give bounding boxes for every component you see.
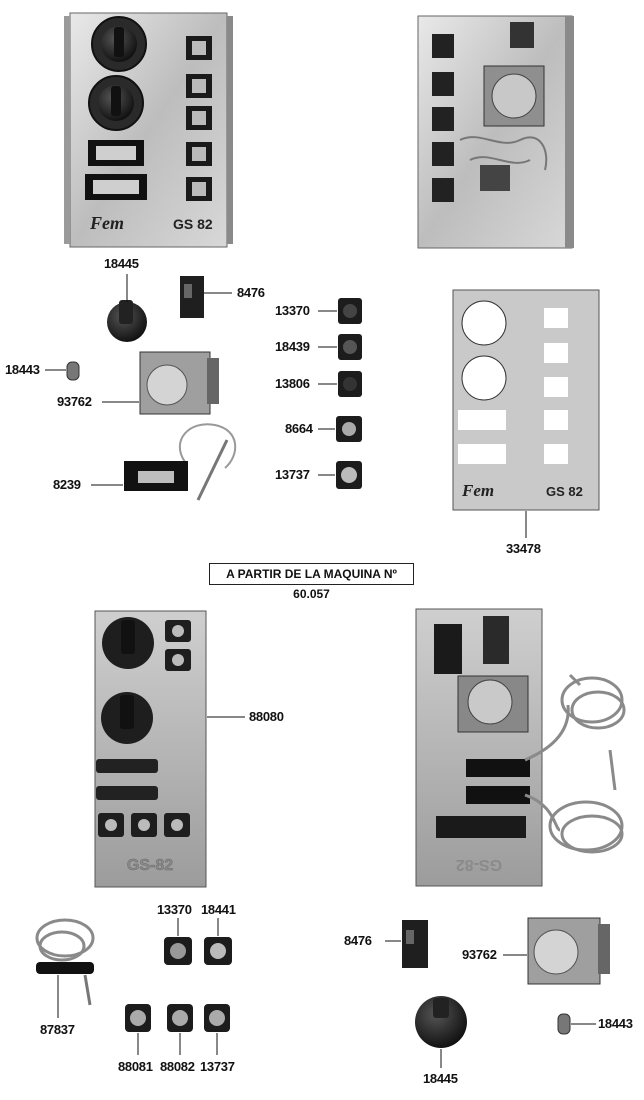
label-bottom-button-c: 88081 xyxy=(118,1059,153,1074)
label-top-knob-pin: 18443 xyxy=(5,362,40,377)
dial-knob-bottom xyxy=(88,75,144,131)
top-timer-part xyxy=(102,351,219,415)
sticker-model: GS 82 xyxy=(546,484,583,499)
bottom-dial-knob-1 xyxy=(102,617,154,669)
label-top-button-5: 13737 xyxy=(275,467,310,482)
top-knob-pin-part xyxy=(45,361,80,381)
machine-serial-note: A PARTIR DE LA MAQUINA Nº 60.057 xyxy=(209,563,414,601)
label-top-knob: 18445 xyxy=(104,256,139,271)
label-top-microswitch: 8476 xyxy=(237,285,265,300)
top-knob-part xyxy=(107,274,147,342)
top-panel-brand: Fem xyxy=(89,213,124,233)
bottom-front-panel: GS-82 xyxy=(94,610,245,888)
label-bottom-button-d: 88082 xyxy=(160,1059,195,1074)
top-front-panel: Fem GS 82 xyxy=(64,12,233,248)
bottom-back-panel: GS-82 xyxy=(415,608,626,887)
label-top-sticker: 33478 xyxy=(506,541,541,556)
top-microswitch-part xyxy=(180,276,232,318)
bottom-timer-part xyxy=(503,917,610,985)
top-panel-model: GS 82 xyxy=(173,216,213,232)
top-back-panel xyxy=(417,15,574,249)
label-top-timer: 93762 xyxy=(57,394,92,409)
label-top-thermometer: 8239 xyxy=(53,477,81,492)
top-buttons-column xyxy=(318,298,362,489)
bottom-knob-part xyxy=(415,996,467,1068)
bottom-dial-knob-2 xyxy=(101,692,153,744)
bottom-back-embossed: GS-82 xyxy=(456,856,502,873)
bottom-thermometer-part xyxy=(35,918,95,1018)
label-top-button-4: 8664 xyxy=(285,421,313,436)
label-bottom-thermometer: 87837 xyxy=(40,1022,75,1037)
label-bottom-knob: 18445 xyxy=(423,1071,458,1086)
label-top-button-3: 13806 xyxy=(275,376,310,391)
label-top-button-1: 13370 xyxy=(275,303,310,318)
top-thermometer-part xyxy=(91,423,237,501)
bottom-buttons xyxy=(125,918,232,1055)
label-bottom-panel: 88080 xyxy=(249,709,284,724)
label-bottom-button-b: 18441 xyxy=(201,902,236,917)
top-back-timer xyxy=(483,65,545,127)
top-panel-sticker: Fem GS 82 xyxy=(452,289,600,538)
bottom-microswitch-part xyxy=(385,920,428,968)
sticker-brand: Fem xyxy=(461,481,494,500)
label-bottom-button-e: 13737 xyxy=(200,1059,235,1074)
label-bottom-timer: 93762 xyxy=(462,947,497,962)
panel-buttons xyxy=(186,36,212,201)
bottom-knob-pin-part xyxy=(557,1013,596,1035)
bottom-front-embossed: GS-82 xyxy=(127,857,173,874)
label-bottom-button-a: 13370 xyxy=(157,902,192,917)
label-bottom-knob-pin: 18443 xyxy=(598,1016,633,1031)
probe-cables xyxy=(524,673,626,854)
label-bottom-microswitch: 8476 xyxy=(344,933,372,948)
dial-knob-top xyxy=(91,16,147,72)
label-top-button-2: 18439 xyxy=(275,339,310,354)
